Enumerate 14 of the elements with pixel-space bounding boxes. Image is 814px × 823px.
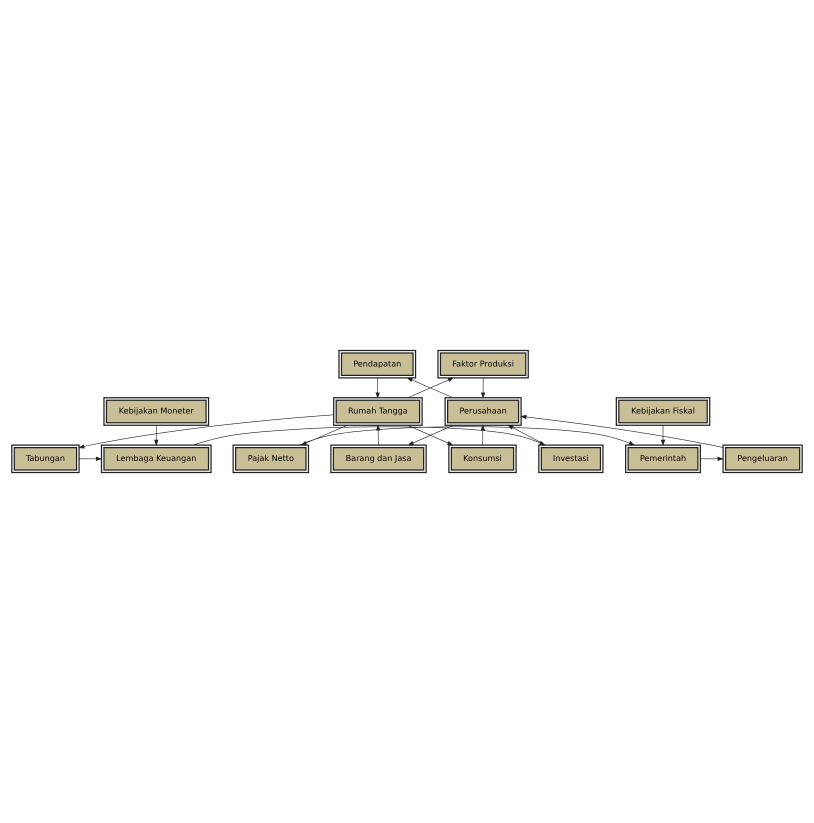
arrow	[78, 414, 334, 449]
arrow	[375, 378, 380, 399]
node-box: Perusahaan	[444, 397, 522, 426]
arrow	[660, 424, 666, 446]
arrow	[700, 456, 724, 461]
arrow	[520, 414, 724, 448]
arrow	[154, 424, 158, 446]
node-box: Kebijakan Moneter	[103, 397, 210, 426]
arrow	[407, 424, 454, 446]
arrow	[480, 378, 486, 399]
node-box: Kebijakan Fiskal	[616, 397, 710, 426]
arrow	[480, 424, 486, 446]
node-box: Rumah Tangga	[333, 397, 423, 426]
arrow	[78, 456, 102, 461]
